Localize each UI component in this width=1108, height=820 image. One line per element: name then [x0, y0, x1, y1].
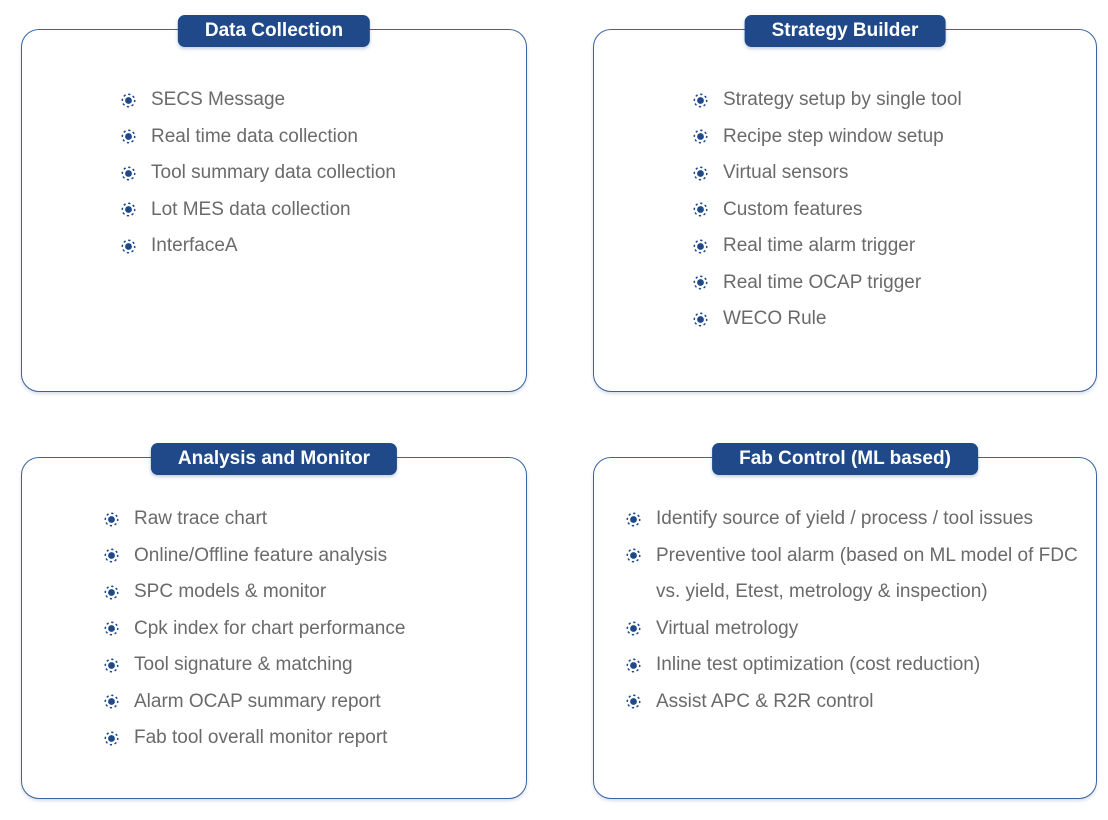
panel-title-fab-control-ml-based: Fab Control (ML based) — [712, 443, 978, 475]
list-item: Custom features — [693, 192, 1090, 229]
feature-label: Fab tool overall monitor report — [134, 727, 388, 748]
dotted-target-icon — [626, 548, 641, 563]
panel-analysis-and-monitor: Analysis and Monitor Raw trace chart Onl… — [21, 443, 527, 799]
dotted-target-icon — [693, 93, 708, 108]
panel-data-collection: Data Collection SECS Message Real time d… — [21, 15, 527, 392]
dotted-target-icon — [104, 548, 119, 563]
list-item: Recipe step window setup — [693, 119, 1090, 156]
dotted-target-icon — [693, 166, 708, 181]
feature-label: Real time alarm trigger — [723, 235, 916, 256]
dotted-target-icon — [626, 694, 641, 709]
list-item: Real time OCAP trigger — [693, 265, 1090, 302]
feature-label: Tool summary data collection — [151, 162, 396, 183]
list-item: Inline test optimization (cost reduction… — [626, 647, 1090, 684]
panel-title-analysis-and-monitor: Analysis and Monitor — [150, 443, 398, 475]
dotted-target-icon — [104, 621, 119, 636]
dotted-target-icon — [104, 694, 119, 709]
feature-label: Identify source of yield / process / too… — [656, 508, 1034, 529]
dotted-target-icon — [693, 239, 708, 254]
dotted-target-icon — [104, 731, 119, 746]
dotted-target-icon — [626, 658, 641, 673]
feature-label: Raw trace chart — [134, 508, 268, 529]
feature-list-data-collection: SECS Message Real time data collection T… — [121, 82, 520, 265]
list-item: Strategy setup by single tool — [693, 82, 1090, 119]
panel-title-strategy-builder: Strategy Builder — [744, 15, 946, 47]
feature-label: Virtual sensors — [723, 162, 849, 183]
feature-label: Inline test optimization (cost reduction… — [656, 654, 981, 675]
list-item: Preventive tool alarm (based on ML model… — [626, 538, 1090, 611]
dotted-target-icon — [121, 166, 136, 181]
dotted-target-icon — [104, 585, 119, 600]
list-item: Tool summary data collection — [121, 155, 520, 192]
feature-label: Virtual metrology — [656, 617, 799, 639]
feature-label: Online/Offline feature analysis — [134, 544, 388, 566]
feature-list-fab-control: Identify source of yield / process / too… — [626, 501, 1090, 720]
feature-label: Real time OCAP trigger — [723, 271, 922, 293]
list-item: Tool signature & matching — [104, 647, 520, 684]
feature-label: Preventive tool alarm (based on ML model… — [656, 544, 1078, 603]
dotted-target-icon — [104, 512, 119, 527]
list-item: InterfaceA — [121, 228, 520, 265]
panel-fab-control-ml-based: Fab Control (ML based) Identify source o… — [593, 443, 1097, 799]
feature-label: Cpk index for chart performance — [134, 617, 406, 639]
list-item: Assist APC & R2R control — [626, 684, 1090, 721]
list-item: Virtual sensors — [693, 155, 1090, 192]
list-item: Identify source of yield / process / too… — [626, 501, 1090, 538]
dotted-target-icon — [121, 239, 136, 254]
dotted-target-icon — [626, 512, 641, 527]
feature-label: SECS Message — [151, 89, 286, 110]
list-item: SPC models & monitor — [104, 574, 520, 611]
dotted-target-icon — [104, 658, 119, 673]
dotted-target-icon — [693, 202, 708, 217]
feature-list-strategy-builder: Strategy setup by single tool Recipe ste… — [693, 82, 1090, 338]
feature-label: Recipe step window setup — [723, 125, 944, 147]
dotted-target-icon — [121, 93, 136, 108]
list-item: Real time alarm trigger — [693, 228, 1090, 265]
dotted-target-icon — [121, 202, 136, 217]
list-item: Alarm OCAP summary report — [104, 684, 520, 721]
feature-label: Assist APC & R2R control — [656, 690, 874, 712]
dotted-target-icon — [693, 312, 708, 327]
dotted-target-icon — [121, 129, 136, 144]
feature-label: Real time data collection — [151, 125, 358, 147]
list-item: Lot MES data collection — [121, 192, 520, 229]
list-item: Virtual metrology — [626, 611, 1090, 648]
list-item: Cpk index for chart performance — [104, 611, 520, 648]
panel-strategy-builder: Strategy Builder Strategy setup by singl… — [593, 15, 1097, 392]
feature-label: InterfaceA — [151, 235, 238, 256]
list-item: Raw trace chart — [104, 501, 520, 538]
feature-label: Strategy setup by single tool — [723, 89, 962, 110]
list-item: SECS Message — [121, 82, 520, 119]
feature-label: Lot MES data collection — [151, 198, 351, 220]
feature-label: Tool signature & matching — [134, 654, 353, 675]
feature-label: WECO Rule — [723, 308, 827, 329]
list-item: Real time data collection — [121, 119, 520, 156]
panel-title-data-collection: Data Collection — [177, 15, 371, 47]
dotted-target-icon — [693, 275, 708, 290]
list-item: WECO Rule — [693, 301, 1090, 338]
dotted-target-icon — [693, 129, 708, 144]
feature-label: Custom features — [723, 198, 863, 220]
feature-list-analysis-and-monitor: Raw trace chart Online/Offline feature a… — [104, 501, 520, 757]
feature-label: SPC models & monitor — [134, 581, 327, 602]
list-item: Online/Offline feature analysis — [104, 538, 520, 575]
list-item: Fab tool overall monitor report — [104, 720, 520, 757]
dotted-target-icon — [626, 621, 641, 636]
feature-label: Alarm OCAP summary report — [134, 690, 381, 712]
